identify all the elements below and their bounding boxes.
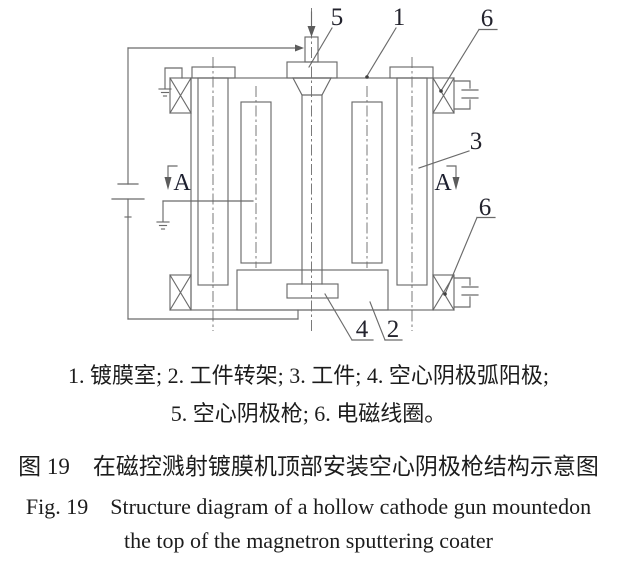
workpiece-right-inner — [351, 101, 383, 264]
workpieces — [197, 77, 428, 286]
workpiece-left-inner — [240, 101, 272, 264]
coil-top-left — [169, 77, 192, 114]
section-label-right: A — [434, 170, 452, 196]
section-arrow-icon — [452, 177, 460, 190]
feed-arrow-icon — [295, 44, 304, 52]
caption-chinese: 图 19 在磁控溅射镀膜机顶部安装空心阴极枪结构示意图 — [18, 454, 599, 479]
caption-english-line-1: Fig. 19 Structure diagram of a hollow ca… — [25, 494, 592, 519]
rack-base — [236, 269, 389, 311]
section-label-left: A — [173, 170, 191, 196]
power-supply-circuit — [111, 44, 304, 320]
label-6-coil-bottom: 6 — [479, 194, 492, 221]
coil-top-right — [432, 77, 455, 114]
workpiece-right-outer — [396, 77, 428, 286]
ground-wire — [164, 67, 183, 89]
coil-bottom-left — [169, 274, 192, 311]
hollow-cathode-gun — [286, 11, 338, 285]
part-labels: 5 1 6 3 6 4 2 — [308, 4, 498, 343]
section-marker-left: A — [164, 165, 191, 196]
label-3-workpiece: 3 — [470, 128, 483, 155]
leader-2 — [369, 301, 386, 341]
legend-line-1: 1. 镀膜室; 2. 工件转架; 3. 工件; 4. 空心阴极弧阳极; — [68, 363, 549, 388]
section-arrow-icon — [164, 177, 172, 190]
workpiece-rack — [236, 269, 389, 311]
leader-6-top — [440, 28, 480, 92]
legend-line-2: 5. 空心阴极枪; 6. 电磁线圈。 — [170, 401, 447, 426]
ground-top-left — [158, 67, 183, 97]
hollow-cathode-arc-anode — [286, 283, 339, 299]
label-4-arc-anode: 4 — [356, 316, 369, 343]
structure-diagram: A A 5 1 6 3 6 4 — [111, 4, 498, 343]
label-2-workpiece-rack: 2 — [387, 316, 400, 343]
capacitor-bottom-right — [453, 277, 479, 308]
leader-3 — [418, 150, 470, 169]
section-marker-right: A — [434, 165, 460, 196]
ground-middle-left — [156, 200, 254, 230]
caption-english-line-2: the top of the magnetron sputtering coat… — [124, 528, 493, 553]
workpiece-left-outer — [197, 77, 229, 286]
leader-6-bottom — [444, 216, 478, 295]
leader-4 — [324, 293, 353, 341]
capacitor-top-right — [453, 80, 479, 110]
label-1-coating-chamber: 1 — [393, 4, 406, 31]
label-6-coil-top: 6 — [481, 5, 494, 32]
label-5-hollow-cathode-gun: 5 — [331, 4, 344, 31]
leader-1 — [366, 27, 397, 77]
leader-5 — [308, 27, 333, 68]
gas-inlet-arrow-icon — [307, 26, 316, 37]
